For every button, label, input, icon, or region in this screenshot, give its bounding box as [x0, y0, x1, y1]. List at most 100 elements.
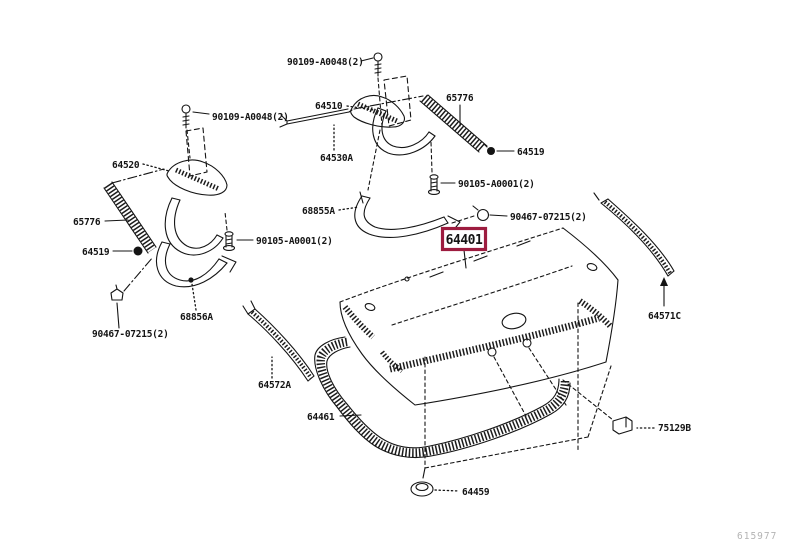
hinge-bracket-hatch: [174, 167, 221, 192]
part-label-64510[interactable]: 64510: [315, 101, 343, 112]
arm-caps: [161, 241, 228, 264]
hinge-to-arm-dashed: [367, 129, 381, 191]
part-label-64519-right[interactable]: 64519: [517, 147, 545, 158]
license-bolt-axis-right: [528, 347, 567, 406]
clip-body: [612, 416, 633, 435]
hinge-bracket: [350, 94, 405, 128]
lid-surface-dot: [404, 276, 410, 282]
lid-face-fill: [340, 228, 618, 405]
bolt-head: [224, 231, 234, 237]
lid-ridge-dashed: [339, 227, 564, 303]
bolt-90105-left-icon: [222, 211, 236, 251]
torsion-bar-hatch: [421, 94, 486, 153]
garnish-edges: [593, 192, 675, 277]
bolt-shaft: [182, 112, 190, 129]
hinge-bracket: [166, 159, 228, 196]
rod-body: [279, 108, 353, 128]
clip-body: [110, 288, 124, 301]
grommet-inner: [415, 482, 429, 492]
part-label-64571c[interactable]: 64571C: [648, 311, 682, 322]
part-label-90109-a0048-top[interactable]: 90109-A0048(2): [287, 57, 364, 68]
garnish-hatch: [250, 310, 313, 380]
garnish-hatch: [603, 200, 672, 275]
part-label-64530a[interactable]: 64530A: [320, 153, 354, 164]
trunk-lid-64401-drawing: [339, 227, 619, 469]
part-label-64459[interactable]: 64459: [462, 487, 490, 498]
leader-dotted: [142, 105, 655, 492]
hinge-64520-drawing: [164, 127, 228, 256]
rod-axis-dashdot: [353, 95, 424, 110]
bolt-head: [181, 104, 191, 114]
clip-to-bar-dashdot: [123, 256, 154, 292]
weatherstrip-inner-edge: [326, 346, 560, 449]
emblem-oval: [501, 312, 527, 330]
bolt-axis-dashed: [377, 77, 383, 127]
arm-outer: [354, 195, 449, 238]
arm-68855a-drawing: [354, 129, 475, 238]
part-label-65776-left[interactable]: 65776: [73, 217, 101, 228]
lid-feature-line-dashed: [391, 265, 573, 326]
support-rod-64530a-drawing: [279, 95, 424, 128]
inner-panel-dashed: [424, 302, 612, 469]
lid-hinge-hatch: [380, 350, 404, 374]
bolt-shaft: [430, 178, 438, 192]
part-label-64401[interactable]: 64401: [446, 233, 484, 248]
part-label-90467-07215-left[interactable]: 90467-07215(2): [92, 329, 169, 340]
weatherstrip-outer-edge: [314, 336, 571, 459]
lid-outline: [339, 227, 619, 406]
garnish-edges: [242, 300, 315, 382]
arm-inner: [164, 243, 220, 282]
bolt-axis-dashed: [186, 129, 191, 159]
part-label-64520[interactable]: 64520: [112, 160, 140, 171]
fastener-64519-left-icon: [133, 246, 143, 256]
part-label-90105-a0001-left[interactable]: 90105-A0001(2): [256, 236, 333, 247]
arm-end-bracket: [221, 255, 237, 273]
part-label-65776-right[interactable]: 65776: [446, 93, 474, 104]
part-label-64461[interactable]: 64461: [307, 412, 335, 423]
leader-arrowhead: [660, 277, 668, 286]
hinge-arm-inner: [174, 199, 218, 249]
license-bolt-left: [487, 347, 497, 357]
hinge-arm-inner: [381, 110, 430, 149]
hinge-64510-drawing: [350, 75, 436, 156]
arm-68856a-drawing: [156, 241, 237, 288]
part-label-64572a[interactable]: 64572A: [258, 380, 292, 391]
part-label-64519-left[interactable]: 64519: [82, 247, 110, 258]
lid-corner-hatch-right: [578, 298, 614, 330]
diagram-code: 615977: [737, 531, 777, 542]
highlighted-part-callout[interactable]: 64401: [440, 226, 488, 252]
bolt-shaft: [225, 235, 233, 248]
bolt-shaft: [374, 60, 382, 77]
bolt-head: [373, 52, 383, 62]
clip-75129b-icon: [562, 379, 633, 435]
torsion-bar-edges: [103, 181, 157, 254]
hinge-arm-outer: [372, 107, 436, 156]
highlight-box[interactable]: [440, 226, 488, 252]
arm-outer: [156, 241, 228, 288]
hinge-arm-outer: [164, 197, 224, 256]
leader-lines: [104, 57, 655, 492]
bolt-axis-dashed: [430, 141, 433, 173]
weatherstrip-64461-drawing: [314, 336, 571, 459]
bolt-axis-dashed: [224, 211, 228, 231]
torsion-bar-left-drawing: [103, 168, 165, 292]
arm-caps: [359, 191, 449, 224]
arm-to-clip-dashed: [451, 215, 475, 224]
lid-corner-hatch-left: [342, 305, 376, 340]
clip-90467-left-icon: [110, 284, 124, 301]
bar-to-hinge-dashdot: [111, 168, 165, 184]
torsion-bar-hatch: [104, 182, 156, 253]
part-label-90467-07215-right[interactable]: 90467-07215(2): [510, 212, 587, 223]
part-label-75129b[interactable]: 75129B: [658, 423, 692, 434]
lid-to-clip-dashed: [562, 379, 614, 421]
part-label-90109-a0048-left[interactable]: 90109-A0048(2): [212, 112, 289, 123]
part-label-68855a[interactable]: 68855A: [302, 206, 336, 217]
part-label-68856a[interactable]: 68856A: [180, 312, 214, 323]
bolt-90109-top-icon: [373, 52, 383, 127]
bolt-90105-right-icon: [427, 141, 441, 195]
fastener-tick: [483, 143, 488, 148]
part-label-90105-a0001-right[interactable]: 90105-A0001(2): [458, 179, 535, 190]
hinge-ghost-plate: [185, 127, 208, 177]
